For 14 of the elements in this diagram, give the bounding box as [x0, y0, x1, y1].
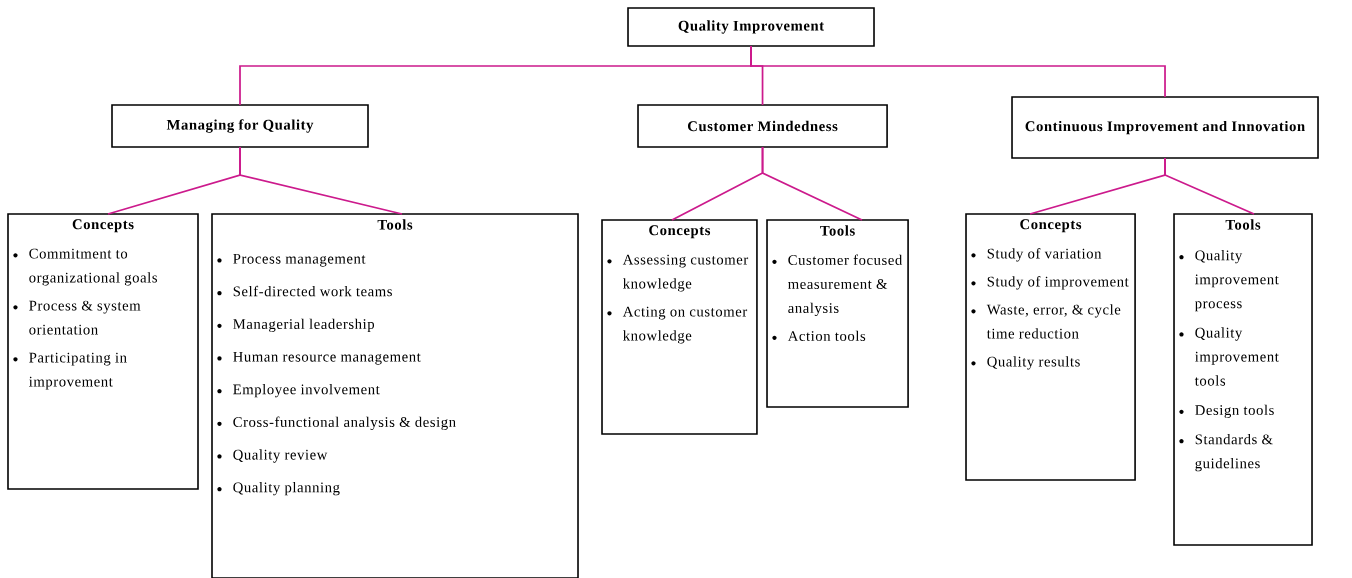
connector-line [1164, 157, 1255, 215]
list-box: Concepts Study of variation Study of improvement Waste, error, & cycle time reduction Quality results [965, 213, 1136, 481]
list-box: Tools Process management Self-directed work teams Managerial leadership Human resource management Employee involvement Cross-functional analysis & design Quality review Quality planning [211, 213, 579, 578]
list-box: Concepts Commitment to organizational goals Process & system orientation Participating in improvement [7, 213, 199, 490]
connector-line [750, 45, 1166, 98]
connector-line [239, 146, 403, 215]
heading-box: Continuous Improvement and Innovation [1011, 96, 1319, 159]
heading-box: Quality Improvement [627, 7, 875, 47]
list-box: Concepts Assessing customer knowledge Acting on customer knowledge [601, 219, 758, 435]
connector-line [761, 146, 863, 221]
list-box: Tools Customer focused measurement & analysis Action tools [766, 219, 909, 408]
heading-box: Managing for Quality [111, 104, 369, 148]
heading-box: Customer Mindedness [637, 104, 888, 148]
list-box: Tools Quality improvement process Quality improvement tools Design tools Standards & guidelines [1173, 213, 1313, 546]
